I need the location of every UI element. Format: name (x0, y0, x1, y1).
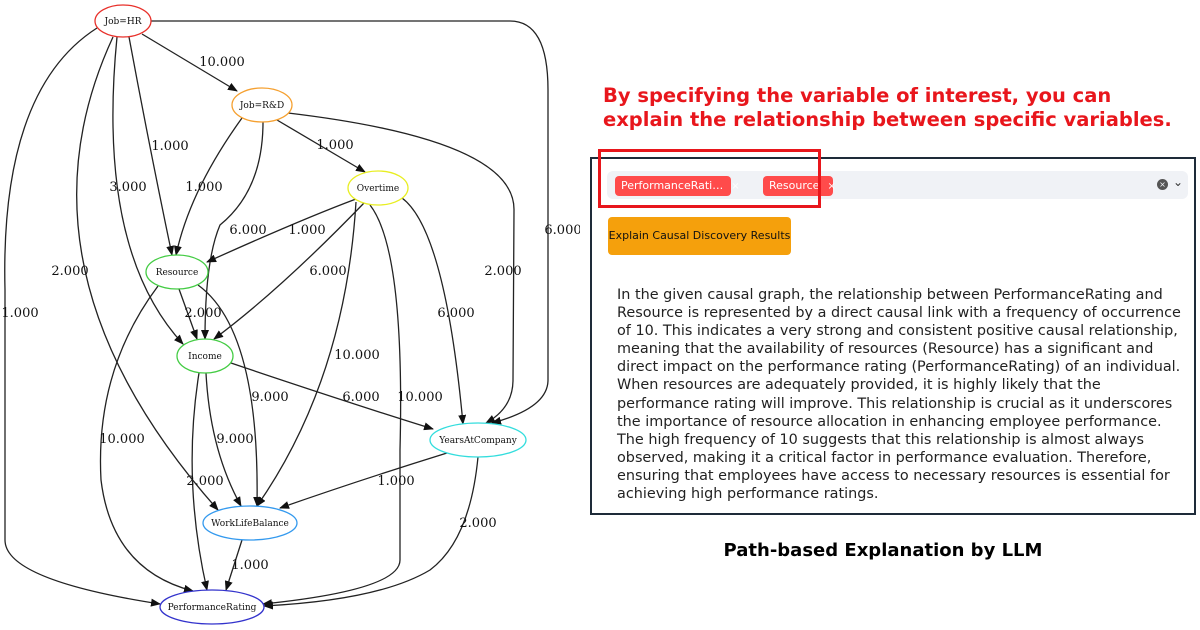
node-label-wlb: WorkLifeBalance (211, 519, 289, 529)
remove-tag-icon[interactable]: × (731, 181, 740, 192)
node-income (176, 338, 234, 374)
chevron-down-icon[interactable]: ⌄ (1172, 175, 1183, 189)
edge-hr-perf (4, 27, 161, 607)
edge-rd-years (287, 112, 515, 424)
node-rd (231, 87, 293, 123)
node-overtime (347, 170, 409, 206)
figure-caption: Path-based Explanation by LLM (723, 540, 1043, 561)
edge-wlb-perf (224, 539, 243, 591)
edge-hr-wlb (76, 36, 219, 511)
edge-label-overtime-resource: 1.000 (288, 223, 325, 238)
edge-label-income-years: 6.000 (342, 390, 379, 405)
tag-label: PerformanceRati… (621, 179, 724, 192)
llm-explanation-text: In the given causal graph, the relations… (617, 287, 1181, 503)
node-label-resource: Resource (156, 268, 199, 278)
edge-label-rd-overtime: 1.000 (316, 138, 353, 153)
edge-hr-resource (128, 36, 175, 256)
edge-overtime-resource (206, 198, 357, 263)
edge-rd-overtime (276, 119, 366, 173)
edge-resource-perf (99, 285, 194, 593)
edge-overtime-perf (262, 204, 402, 608)
edge-label-hr-income: 3.000 (109, 180, 146, 195)
node-resource (145, 254, 209, 290)
edge-label-income-wlb: 9.000 (216, 432, 253, 447)
tag-resource[interactable]: Resource × (763, 176, 836, 196)
edge-resource-wlb (197, 284, 262, 507)
node-label-overtime: Overtime (357, 184, 399, 194)
edge-label-rd-years: 2.000 (484, 264, 521, 279)
remove-tag-icon[interactable]: × (827, 181, 836, 192)
node-label-hr: Job=HR (104, 17, 142, 27)
edge-income-perf (191, 372, 209, 591)
edge-label-wlb-perf: 1.000 (231, 558, 268, 573)
edge-label-resource-perf: 10.000 (99, 432, 145, 447)
edge-label-overtime-income: 6.000 (309, 264, 346, 279)
edge-label-hr-perf: 1.000 (1, 306, 38, 321)
edge-label-overtime-years: 6.000 (437, 306, 474, 321)
highlight-box (598, 149, 821, 208)
annotation-line-2: explain the relationship between specifi… (603, 108, 1172, 131)
edge-overtime-wlb (256, 201, 357, 507)
edge-income-wlb (205, 372, 242, 507)
variable-multiselect[interactable]: PerformanceRati… × Resource × × ⌄ (607, 171, 1188, 199)
annotation-text: By specifying the variable of interest, … (603, 84, 1193, 132)
edge-label-hr-rd: 10.000 (199, 55, 245, 70)
edge-label-hr-years: 6.000 (544, 223, 580, 238)
edge-years-wlb (279, 452, 448, 509)
edge-hr-rd (141, 33, 238, 92)
edge-label-overtime-wlb: 10.000 (334, 348, 380, 363)
edge-label-rd-income: 6.000 (229, 223, 266, 238)
edge-resource-income (178, 288, 198, 340)
node-years (429, 422, 527, 458)
node-label-years: YearsAtCompany (438, 436, 517, 446)
edge-label-years-wlb: 1.000 (377, 474, 414, 489)
edge-rd-income (201, 121, 264, 340)
node-label-income: Income (188, 352, 222, 362)
edge-hr-income (112, 36, 184, 345)
tag-label: Resource (769, 179, 820, 192)
edge-label-overtime-perf: 10.000 (397, 390, 443, 405)
edge-label-hr-resource: 1.000 (151, 139, 188, 154)
edge-rd-resource (173, 117, 243, 256)
annotation-line-1: By specifying the variable of interest, … (603, 84, 1112, 107)
edge-overtime-years (401, 197, 467, 425)
edge-label-resource-wlb: 9.000 (251, 390, 288, 405)
edge-label-years-perf: 2.000 (459, 516, 496, 531)
node-label-rd: Job=R&D (239, 101, 284, 111)
node-label-perf: PerformanceRating (168, 603, 257, 613)
explanation-panel (590, 157, 1196, 515)
edge-label-rd-resource: 1.000 (185, 180, 222, 195)
node-wlb (202, 505, 298, 541)
edge-label-income-perf: 2.000 (186, 474, 223, 489)
node-hr (94, 4, 152, 38)
edge-income-years (230, 362, 434, 431)
explain-results-button[interactable]: Explain Causal Discovery Results (608, 217, 791, 255)
node-perf (159, 589, 265, 625)
edge-years-perf (263, 456, 479, 610)
edge-label-hr-wlb: 2.000 (51, 264, 88, 279)
tag-performance-rating[interactable]: PerformanceRati… × (615, 176, 740, 196)
edge-label-resource-income: 2.000 (184, 306, 221, 321)
causal-graph: 10.000 1.000 3.000 2.000 1.000 6.000 1.000 1.00… (1, 4, 580, 625)
clear-all-icon[interactable]: × (1157, 179, 1168, 190)
edge-hr-years (151, 20, 549, 425)
